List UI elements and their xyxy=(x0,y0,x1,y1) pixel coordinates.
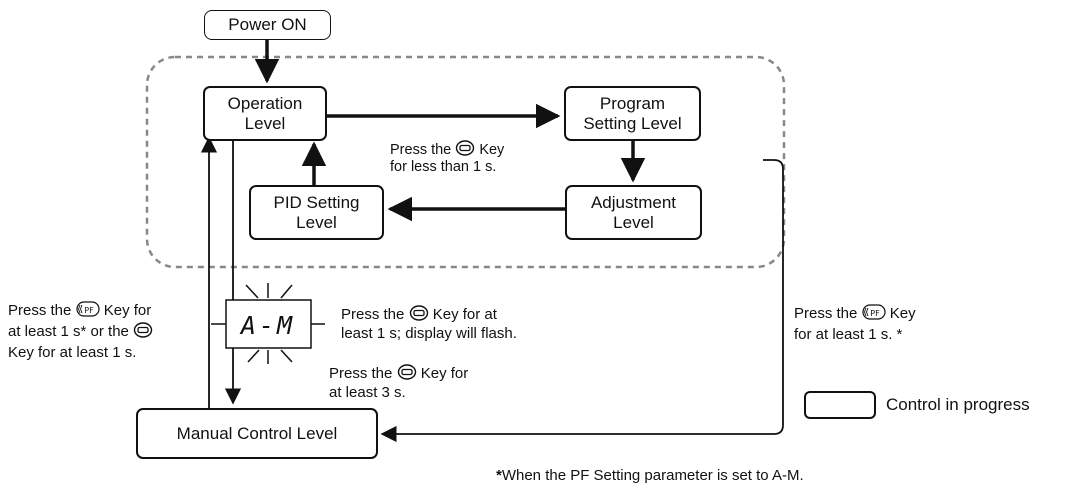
pf-key-icon: PF xyxy=(75,301,100,317)
pid-setting-level-box: PID Setting Level xyxy=(249,185,384,240)
adjustment-level-box: Adjustment Level xyxy=(565,185,702,240)
program-setting-level-box: Program Setting Level xyxy=(564,86,701,141)
display-text: A-M xyxy=(239,311,295,340)
legend-label: Control in progress xyxy=(886,395,1030,414)
operation-level-box: Operation Level xyxy=(203,86,327,141)
a-m-display-icon: A-M xyxy=(211,283,325,364)
arrow-program-to-manual xyxy=(380,159,784,443)
mode-key-icon xyxy=(409,305,428,321)
footnote: *When the PF Setting parameter is set to… xyxy=(496,467,804,484)
power-on-box: Power ON xyxy=(204,10,331,40)
operation-group-region xyxy=(145,55,786,269)
note-operation-to-program: Press the Key for less than 1 s. xyxy=(390,140,505,175)
pf-key-icon: PF xyxy=(861,304,886,320)
manual-control-level-box: Manual Control Level xyxy=(136,408,378,459)
note-three-seconds: Press the Key for at least 3 s. xyxy=(329,364,469,401)
note-display-flash: Press the Key for at least 1 s; display … xyxy=(341,305,517,342)
note-program-to-manual: Press the PF Key for at least 1 s. * xyxy=(794,304,916,343)
note-manual-to-operation: Press the PF Key for at least 1 s* or th… xyxy=(8,301,153,361)
mode-key-icon xyxy=(397,364,416,380)
legend-swatch xyxy=(804,391,876,419)
mode-key-icon xyxy=(133,322,153,338)
svg-text:PF: PF xyxy=(84,306,94,315)
svg-text:PF: PF xyxy=(870,309,880,318)
mode-key-icon xyxy=(456,140,475,156)
